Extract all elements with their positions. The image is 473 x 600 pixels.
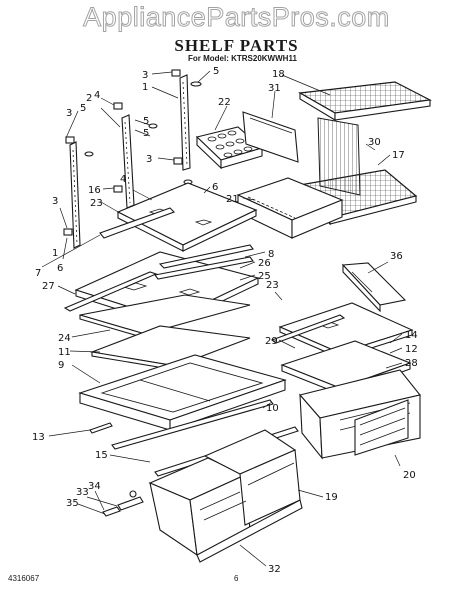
callout-27: 27	[42, 281, 55, 292]
callout-5a: 5	[213, 66, 219, 77]
drawer-glides	[102, 490, 144, 517]
callout-35: 35	[66, 498, 79, 509]
shelf-rail-center-left	[121, 114, 135, 209]
callout-4b: 4	[120, 174, 126, 185]
compartment-bracket	[242, 111, 299, 163]
leader-lines	[41, 70, 403, 567]
callout-20: 20	[403, 470, 416, 481]
glass-shelf-upper	[99, 182, 258, 252]
callout-19: 19	[325, 492, 338, 503]
callout-32: 32	[268, 564, 281, 575]
callout-1b: 1	[52, 248, 58, 259]
crisper-drawers	[148, 429, 303, 563]
callout-31: 31	[268, 83, 281, 94]
door-bin	[341, 262, 407, 313]
callout-3a: 3	[142, 70, 148, 81]
callout-8: 8	[268, 249, 274, 260]
callout-23a: 23	[90, 198, 103, 209]
callout-6a: 6	[212, 182, 218, 193]
crisper-pan-right	[298, 369, 421, 460]
callout-16: 16	[88, 185, 101, 196]
callout-15: 15	[95, 450, 108, 461]
page-title: SHELF PARTS	[174, 36, 299, 55]
meat-drawer	[236, 177, 344, 239]
rail-hardware	[63, 69, 209, 236]
shelf-rail-center-right	[179, 74, 191, 171]
callout-12: 12	[405, 344, 418, 355]
callout-17: 17	[392, 150, 405, 161]
callout-5b: 5	[80, 103, 86, 114]
callout-6b: 6	[57, 263, 63, 274]
callout-5d: 5	[143, 128, 149, 139]
page-number: 6	[234, 574, 239, 583]
callout-10: 10	[266, 403, 279, 414]
callout-13: 13	[32, 432, 45, 443]
callout-9: 9	[58, 360, 64, 371]
callout-3c: 3	[146, 154, 152, 165]
callout-18: 18	[272, 69, 285, 80]
callout-labels: 1 1 2 3 3 3 3 4 4 5 5 5 5 6 6 7 8 9 10 1…	[32, 66, 418, 575]
callout-11: 11	[58, 347, 71, 358]
callout-3b: 3	[66, 108, 72, 119]
callout-34: 34	[88, 481, 101, 492]
shelf-support-bracket	[317, 117, 361, 196]
callout-7: 7	[35, 268, 41, 279]
callout-26: 26	[258, 258, 271, 269]
model-line: For Model: KTRS20KWWH11	[188, 54, 297, 63]
callout-24: 24	[58, 333, 71, 344]
callout-2a: 2	[86, 93, 92, 104]
callout-33: 33	[76, 487, 89, 498]
callout-28: 28	[405, 358, 418, 369]
callout-36: 36	[390, 251, 403, 262]
callout-23b: 23	[266, 280, 279, 291]
callout-1a: 1	[142, 82, 148, 93]
callout-4a: 4	[94, 90, 100, 101]
callout-29: 29	[265, 336, 278, 347]
callout-21: 21	[226, 194, 239, 205]
document-number: 4316067	[8, 574, 40, 583]
right-glass-shelf	[270, 302, 414, 395]
watermark: AppliancePartsPros.com	[83, 2, 390, 33]
callout-3d: 3	[52, 196, 58, 207]
callout-25: 25	[258, 271, 271, 282]
callout-5c: 5	[143, 116, 149, 127]
glass-shelf-lower	[79, 294, 251, 371]
callout-30: 30	[368, 137, 381, 148]
callout-14: 14	[405, 330, 418, 341]
wire-shelf-top	[298, 81, 432, 121]
callout-22: 22	[218, 97, 231, 108]
